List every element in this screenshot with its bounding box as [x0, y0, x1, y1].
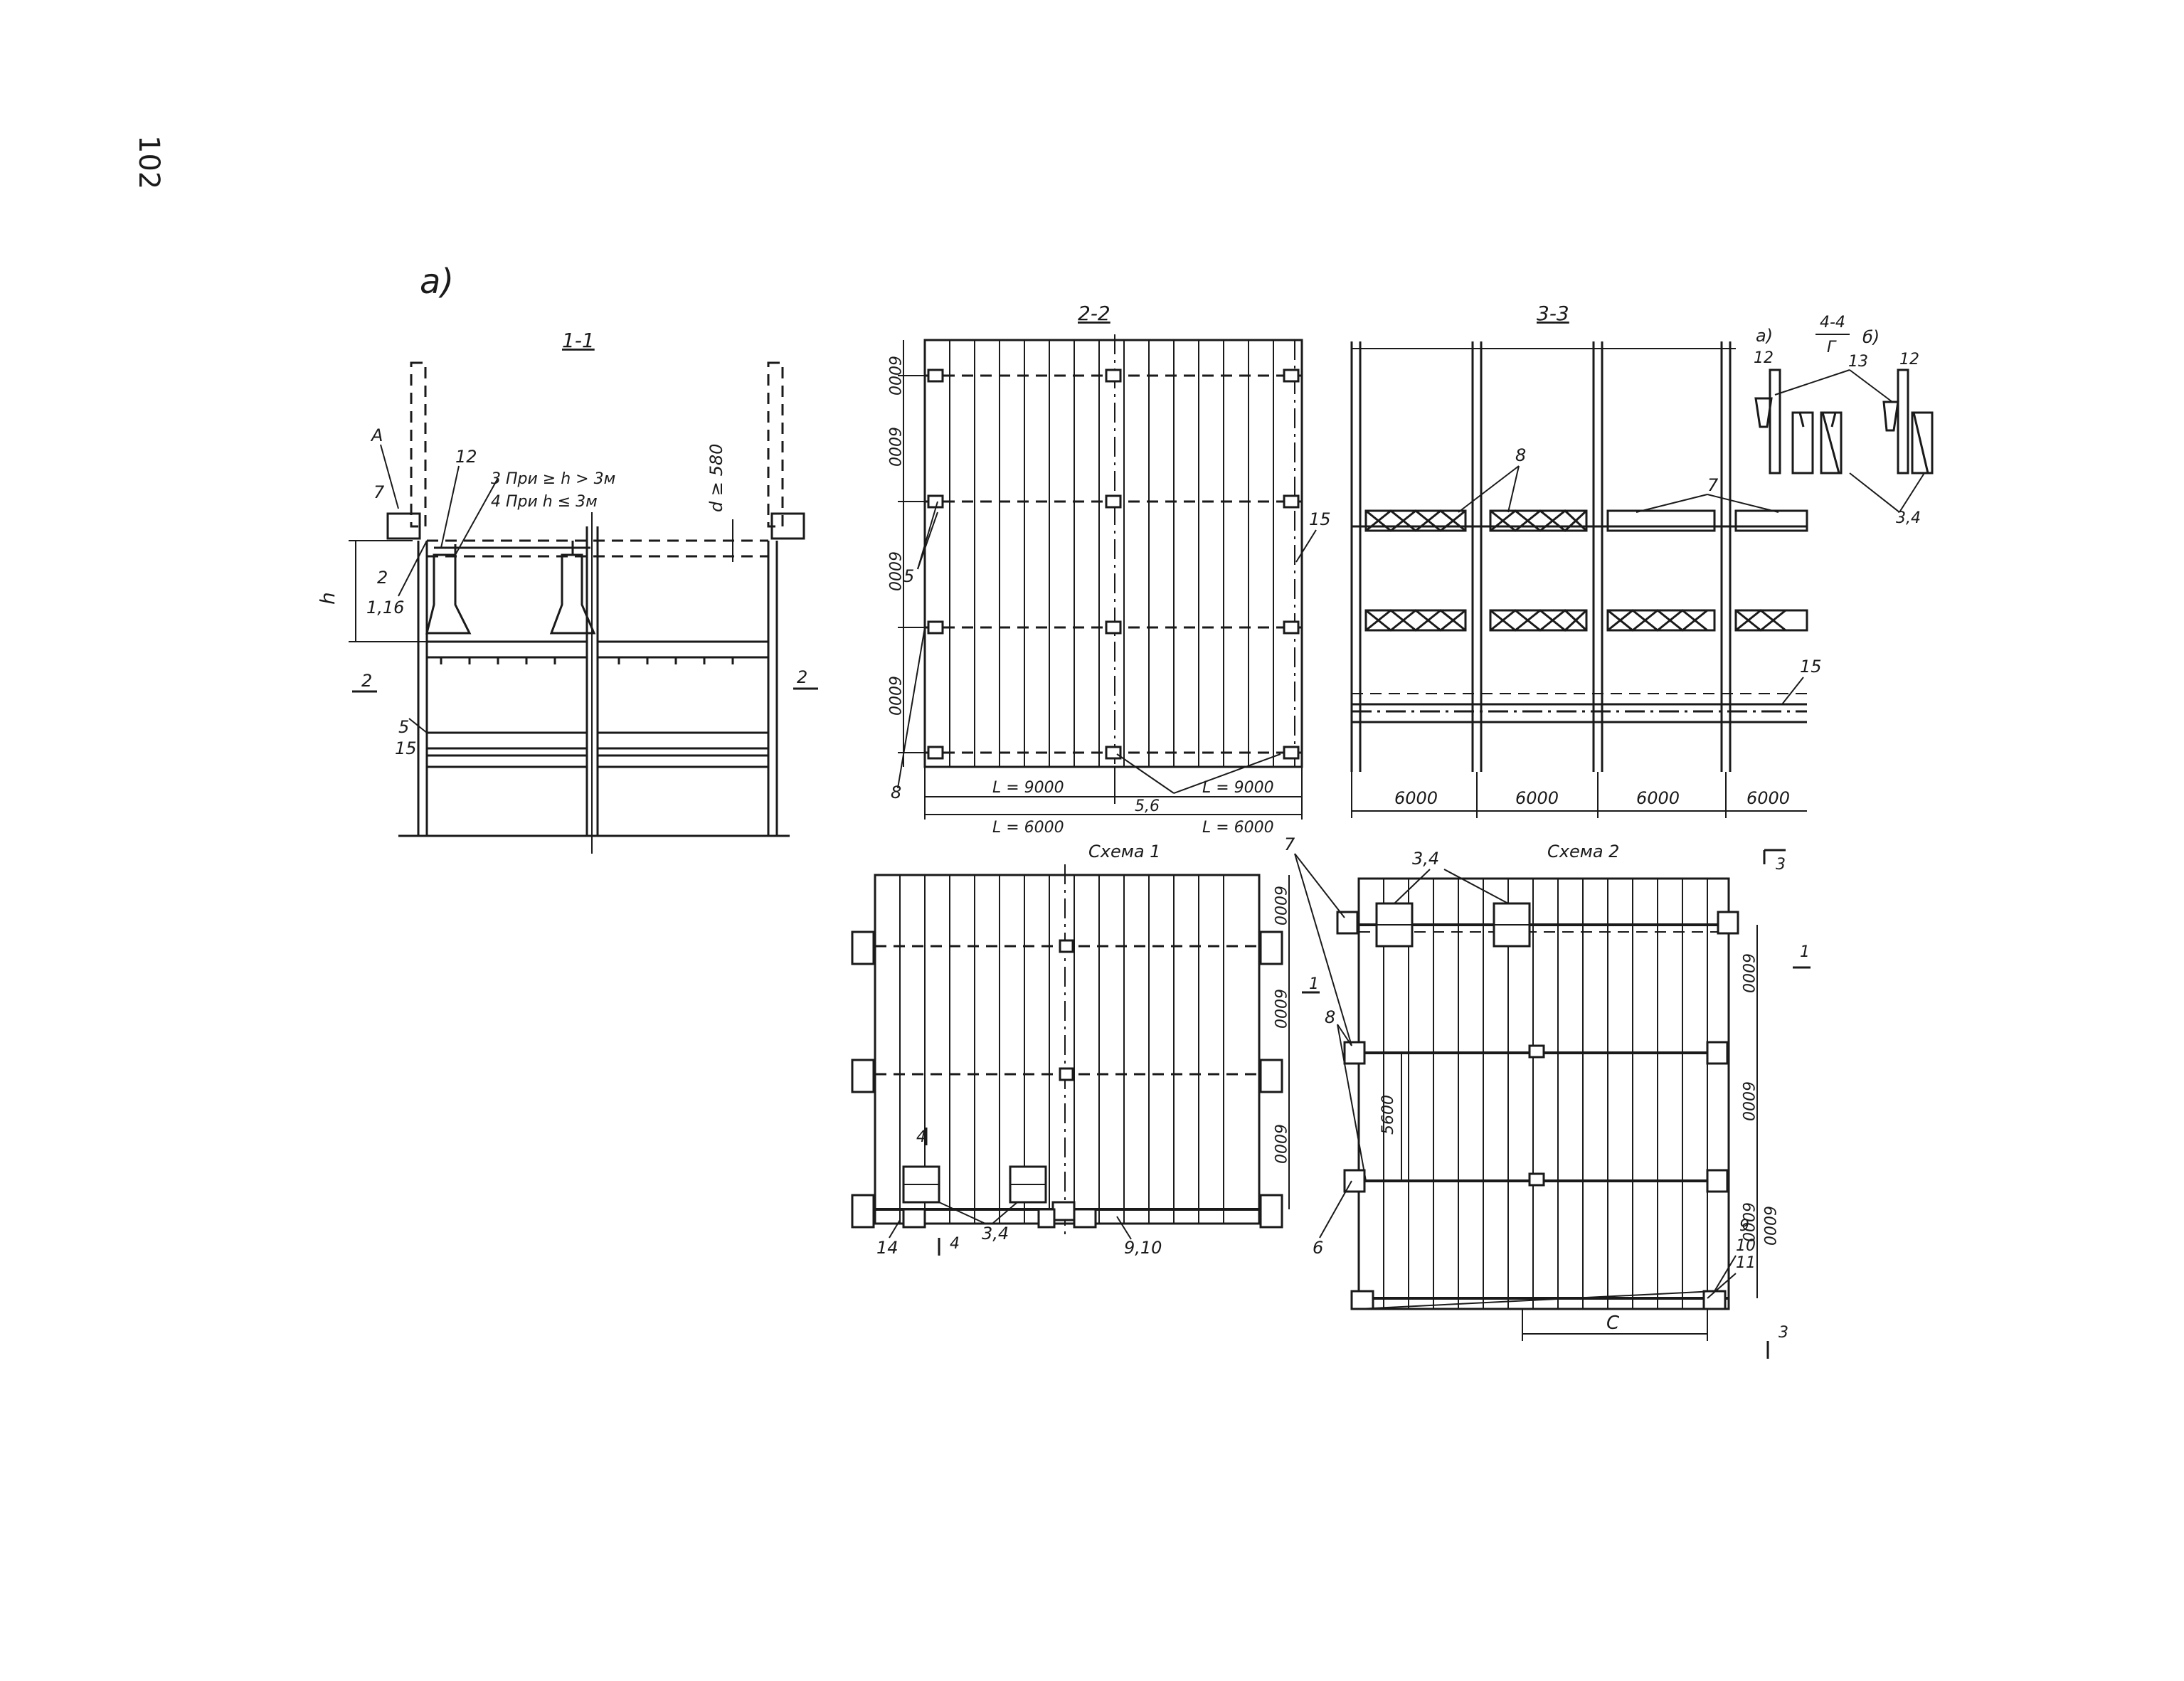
callout-8: 8	[1325, 1007, 1335, 1027]
page-number: 102	[132, 135, 165, 189]
cut-right-2: 2	[797, 667, 807, 687]
callout-10: 10	[1736, 1237, 1756, 1255]
cut-top-4: 4	[916, 1128, 926, 1146]
cut-mark-3: 3	[1776, 856, 1786, 874]
section-1-1: 1-1	[316, 329, 818, 854]
dim-bottom-3: 6000	[1636, 788, 1680, 808]
panel-label: а)	[420, 262, 454, 302]
scheme-1: Схема 1 6000 6000	[851, 842, 1290, 1258]
dim-bottom-lower-2: L = 6000	[1202, 819, 1274, 837]
callout-3-4: 3,4	[1412, 849, 1439, 869]
callout-6: 6	[1313, 1238, 1323, 1258]
dim-bottom-4: 6000	[1746, 788, 1790, 808]
callout-15: 15	[1800, 657, 1822, 677]
trusses	[1364, 509, 1808, 632]
section-1-1-title: 1-1	[562, 329, 595, 352]
callout-7: 7	[1707, 475, 1719, 495]
variant-a: а)	[1756, 326, 1773, 346]
callout-14: 14	[876, 1238, 898, 1258]
cut-bottom-4: 4	[950, 1235, 960, 1253]
detail-4-4: 4-4 Г а) б) 12 13 12 3,4	[1754, 314, 1934, 527]
callout-12-b: 12	[1899, 351, 1919, 368]
dim-d: d ≥ 580	[706, 444, 726, 512]
dim-right-3: 6000	[1739, 1202, 1756, 1242]
callout-2: 2	[377, 568, 388, 588]
detail-title: 4-4	[1820, 314, 1845, 332]
scheme-2: Схема 2	[1284, 834, 1811, 1359]
callout-7: 7	[1284, 834, 1295, 854]
dim-left-1: 6000	[885, 356, 903, 396]
dim-right-2: 6000	[1271, 989, 1288, 1029]
cut-left-1: 1	[1309, 975, 1319, 993]
callout-15: 15	[1309, 509, 1331, 529]
detail-subtitle: Г	[1827, 339, 1837, 356]
callout-3-4: 3,4	[982, 1224, 1009, 1243]
callout-12-a: 12	[1754, 349, 1774, 367]
dim-h: h	[316, 592, 339, 605]
callout-8: 8	[1515, 445, 1526, 465]
dim-bottom-lower-1: L = 6000	[992, 819, 1064, 837]
dim-right-3: 6000	[1271, 1124, 1288, 1164]
callout-15: 15	[395, 738, 417, 758]
dim-left-4: 6000	[885, 676, 903, 716]
bottom-dim: С	[1606, 1313, 1620, 1334]
callout-5-6: 5,6	[1135, 797, 1160, 815]
dim-right-4: 6000	[1760, 1206, 1778, 1246]
callout-11: 11	[1736, 1254, 1756, 1272]
cut-bottom-3: 3	[1779, 1324, 1788, 1342]
callout-9: 9	[1739, 1217, 1749, 1235]
callout-1-16: 1,16	[366, 598, 404, 617]
dim-right-1: 6000	[1271, 886, 1288, 926]
note-3: 3 При ≥ h > 3м	[491, 470, 615, 488]
section-3-3: 3-3	[1350, 302, 1822, 874]
dim-left-2: 6000	[885, 427, 903, 467]
dim-bottom-1: 6000	[1394, 788, 1438, 808]
dim-right-1: 6000	[1739, 953, 1756, 993]
callout-8: 8	[891, 783, 901, 802]
callout-7: 7	[373, 482, 385, 502]
dim-right-2: 6000	[1739, 1081, 1756, 1121]
dim-bottom-upper-2: L = 9000	[1202, 779, 1274, 797]
note-4: 4 При h ≤ 3м	[491, 493, 598, 511]
callout-13: 13	[1848, 353, 1868, 371]
cut-left-2: 2	[361, 671, 372, 691]
dim-bottom-2: 6000	[1515, 788, 1559, 808]
scheme-2-title: Схема 2	[1547, 842, 1619, 861]
scheme-1-title: Схема 1	[1088, 842, 1160, 861]
callout-9-10: 9,10	[1124, 1238, 1162, 1258]
section-3-3-title: 3-3	[1537, 302, 1569, 325]
section-2-2-title: 2-2	[1078, 302, 1110, 325]
section-2-2: 2-2 6000 6000 6000	[885, 302, 1331, 837]
callout-5: 5	[398, 717, 409, 737]
dim-left-3: 6000	[885, 551, 903, 591]
callout-12: 12	[455, 447, 477, 467]
cut-right-1: 1	[1800, 943, 1810, 961]
callout-A: А	[370, 425, 383, 445]
inner-dim: 5600	[1379, 1095, 1397, 1135]
callout-5: 5	[903, 566, 914, 586]
dim-bottom-upper-1: L = 9000	[992, 779, 1064, 797]
variant-b: б)	[1862, 327, 1880, 347]
